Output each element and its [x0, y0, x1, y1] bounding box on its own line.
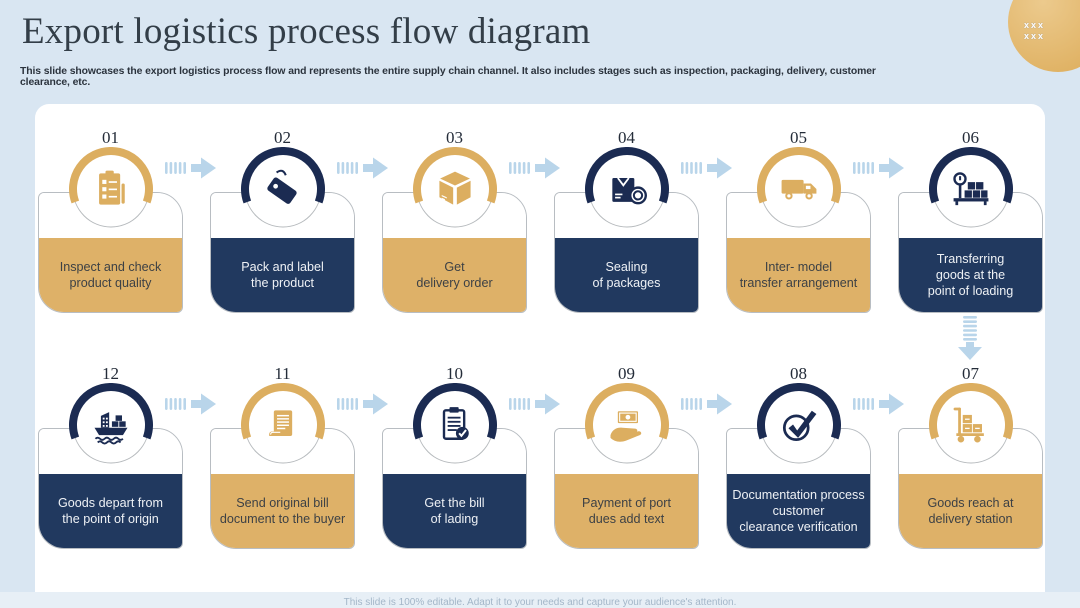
step-number: 01 — [102, 128, 119, 147]
process-step-11: 11 Send original bill document to the bu… — [210, 364, 355, 549]
brand-placeholder-line1: xxx — [1023, 20, 1045, 30]
process-row-top: 01 Inspect and check product quality 02 … — [38, 128, 1043, 313]
process-step-12: 12 Goods depart from the point of origin — [38, 364, 183, 549]
step-card: Get delivery order — [382, 192, 527, 313]
step-number: 02 — [274, 128, 291, 147]
box-icon — [433, 167, 477, 211]
page-subtitle: This slide showcases the export logistic… — [20, 66, 876, 88]
step-icon-badge — [68, 147, 153, 231]
step-label: Pack and label the product — [211, 238, 354, 312]
page-title: Export logistics process flow diagram — [22, 11, 591, 52]
scale-icon — [949, 167, 993, 211]
sealed-icon — [605, 167, 649, 211]
checklist-icon — [89, 167, 133, 211]
step-label: Sealing of packages — [555, 238, 698, 312]
step-card: Goods reach at delivery station — [898, 428, 1043, 549]
step-number: 03 — [446, 128, 463, 147]
ship-icon — [89, 403, 133, 447]
flow-arrow-right-icon — [681, 155, 733, 186]
step-card: Documentation process customer clearance… — [726, 428, 871, 549]
process-step-10: 10 Get the bill of lading — [382, 364, 527, 549]
step-icon-badge — [756, 147, 841, 231]
process-step-05: 05 Inter- model transfer arrangement — [726, 128, 871, 313]
step-number: 12 — [102, 364, 119, 383]
step-ring — [756, 383, 841, 464]
step-label: Transferring goods at the point of loadi… — [899, 238, 1042, 312]
step-number: 09 — [618, 364, 635, 383]
money-icon — [605, 403, 649, 447]
step-label: Goods depart from the point of origin — [39, 474, 182, 548]
step-label: Inspect and check product quality — [39, 238, 182, 312]
flow-arrow-right-icon — [681, 391, 733, 422]
step-ring — [584, 383, 669, 464]
step-number: 11 — [274, 364, 291, 383]
process-step-06: 06 Transferring goods at the point of lo… — [898, 128, 1043, 313]
step-number: 08 — [790, 364, 807, 383]
step-icon-badge — [928, 383, 1013, 467]
footer-band: This slide is 100% editable. Adapt it to… — [0, 592, 1080, 608]
step-icon-badge — [412, 147, 497, 231]
process-step-09: 09 Payment of port dues add text — [554, 364, 699, 549]
flow-arrow-right-icon — [337, 391, 389, 422]
step-label: Get the bill of lading — [383, 474, 526, 548]
step-ring — [68, 383, 153, 464]
brand-placeholder: xxx xxx — [985, 20, 1045, 42]
check-icon — [777, 403, 821, 447]
trolley-icon — [949, 403, 993, 447]
lading-icon — [433, 403, 477, 447]
flow-arrow-right-icon — [509, 391, 561, 422]
step-icon-badge — [756, 383, 841, 467]
process-step-04: 04 Sealing of packages — [554, 128, 699, 313]
process-step-01: 01 Inspect and check product quality — [38, 128, 183, 313]
flow-arrow-right-icon — [337, 155, 389, 186]
brand-placeholder-line2: xxx — [1023, 31, 1045, 41]
step-card: Payment of port dues add text — [554, 428, 699, 549]
step-label: Get delivery order — [383, 238, 526, 312]
step-number: 05 — [790, 128, 807, 147]
process-step-03: 03 Get delivery order — [382, 128, 527, 313]
step-card: Sealing of packages — [554, 192, 699, 313]
flow-arrow-right-icon — [509, 155, 561, 186]
flow-arrow-right-icon — [165, 391, 217, 422]
step-number: 06 — [962, 128, 979, 147]
flow-arrow-right-icon — [853, 155, 905, 186]
truck-icon — [777, 167, 821, 211]
flow-arrow-right-icon — [165, 155, 217, 186]
step-label: Send original bill document to the buyer — [211, 474, 354, 548]
process-step-02: 02 Pack and label the product — [210, 128, 355, 313]
step-label: Payment of port dues add text — [555, 474, 698, 548]
process-step-07: 07 Goods reach at delivery station — [898, 364, 1043, 549]
process-row-bottom: 12 Goods depart from the point of origin… — [38, 364, 1043, 549]
step-label: Documentation process customer clearance… — [727, 474, 870, 548]
step-icon-badge — [68, 383, 153, 467]
step-icon-badge — [240, 147, 325, 231]
process-step-08: 08 Documentation process customer cleara… — [726, 364, 871, 549]
step-label: Inter- model transfer arrangement — [727, 238, 870, 312]
flow-arrow-down-icon — [956, 316, 984, 367]
step-icon-badge — [584, 147, 669, 231]
step-number: 10 — [446, 364, 463, 383]
tag-icon — [261, 167, 305, 211]
step-icon-badge — [412, 383, 497, 467]
step-icon-badge — [240, 383, 325, 467]
step-icon-badge — [928, 147, 1013, 231]
footer-note: This slide is 100% editable. Adapt it to… — [343, 597, 737, 608]
step-ring — [412, 147, 497, 228]
step-icon-badge — [584, 383, 669, 467]
step-number: 04 — [618, 128, 635, 147]
step-label: Goods reach at delivery station — [899, 474, 1042, 548]
step-number: 07 — [962, 364, 979, 383]
bill-icon — [261, 403, 305, 447]
flow-arrow-right-icon — [853, 391, 905, 422]
diagram-panel — [35, 104, 1045, 592]
